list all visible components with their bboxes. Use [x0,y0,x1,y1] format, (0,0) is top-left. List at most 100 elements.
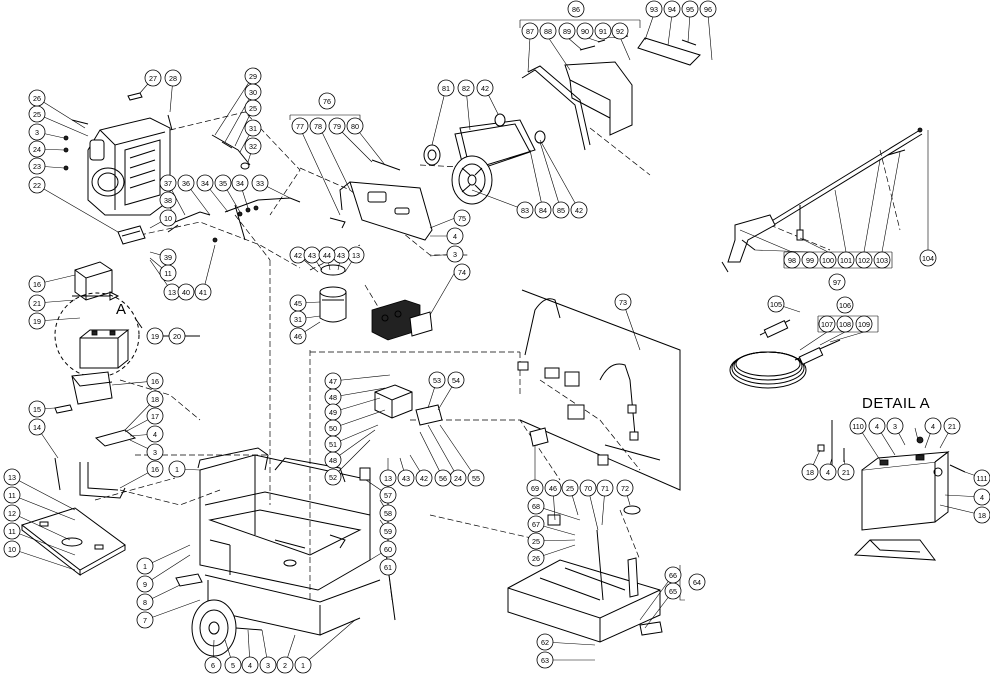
callout-number: 1 [301,661,305,670]
callout-balloon [168,327,186,345]
callout-balloon [379,486,397,504]
callout-balloon [819,251,837,269]
callout-number: 107 [821,320,833,329]
callout-number: 22 [33,181,41,190]
callout-number: 4 [980,493,984,502]
callout-number: 14 [33,423,41,432]
callout-number: 92 [616,27,624,36]
callout-number: 66 [669,571,677,580]
callout-number: 86 [572,5,580,14]
callout-balloon [453,263,471,281]
callout-number: 13 [168,288,176,297]
callout-balloon [146,372,164,390]
callout-c89: 52 [324,468,342,486]
callout-balloon [886,417,904,435]
callout-number: 31 [294,315,302,324]
callout-c67: 37 [159,174,177,192]
callout-c95: 58 [379,504,397,522]
callout-number: 1 [175,465,179,474]
callout-balloon [527,532,545,550]
detail-title: DETAIL A [862,395,930,412]
callout-number: 13 [8,473,16,482]
callout-balloon [164,69,182,87]
callout-number: 25 [33,110,41,119]
callout-c119: 82 [457,79,475,97]
callout-number: 10 [8,545,16,554]
callout-balloon [224,656,242,674]
callout-c45: 22 [28,176,46,194]
callout-balloon [973,469,990,487]
callout-balloon [28,140,46,158]
callout-c72: 42 [289,246,307,264]
callout-c17: 7 [136,611,154,629]
callout-balloon [836,296,854,314]
callout-balloon [467,469,485,487]
callout-number: 11 [8,491,15,500]
callout-number: 59 [384,527,392,536]
callout-c110: 73 [614,293,632,311]
callout-number: 4 [153,430,157,439]
callout-number: 42 [575,206,583,215]
callout-balloon [447,371,465,389]
callout-number: 95 [686,5,694,14]
callout-balloon [28,294,46,312]
wheel [191,599,263,657]
callout-number: 3 [893,422,897,431]
callout-balloon [28,400,46,418]
callout-c87: 50 [324,419,342,437]
callout-balloon [973,488,990,506]
callout-c71: 41 [194,283,212,301]
callout-c99: 62 [536,633,554,651]
callout-number: 5 [231,661,235,670]
callout-number: 77 [296,122,304,131]
callout-number: 79 [333,122,341,131]
callout-c82: 46 [544,479,562,497]
callout-c98: 61 [379,558,397,576]
callout-number: 70 [584,484,592,493]
callout-c100: 63 [536,651,554,669]
callout-balloons: 1112333344456789101011111112131313131415… [3,0,990,674]
callout-c20: 10 [159,209,177,227]
callout-number: 34 [236,179,244,188]
callout-balloon [146,425,164,443]
callout-c9: 4 [146,425,164,443]
battery-assembly [54,261,200,499]
callout-c52: 25 [527,532,545,550]
callout-number: 42 [420,474,428,483]
callout-number: 32 [249,142,257,151]
callout-balloon [168,460,186,478]
callout-c108: 71 [596,479,614,497]
callout-c46: 23 [28,157,46,175]
callout-balloon [973,506,990,524]
callout-number: 3 [266,661,270,670]
callout-number: 67 [532,520,540,529]
callout-c142: 105 [767,295,785,313]
callout-number: 47 [329,377,337,386]
callout-balloon [28,418,46,436]
callout-balloon [596,479,614,497]
callout-number: 41 [199,288,207,297]
callout-number: 26 [532,554,540,563]
callout-c31: 15 [28,400,46,418]
callout-balloon [177,283,195,301]
callout-c86: 49 [324,403,342,421]
frame-cart [175,447,381,636]
callout-balloon [251,174,269,192]
callout-balloon [244,83,262,101]
callout-c5: 3 [146,443,164,461]
callout-number: 63 [541,656,549,665]
callout-c80: 45 [289,294,307,312]
callout-c62: 33 [251,174,269,192]
callout-number: 57 [384,491,392,500]
fuel-tank [507,505,663,643]
callout-c114: 77 [291,117,309,135]
callout-number: 44 [323,251,331,260]
callout-number: 76 [323,97,331,106]
callout-balloon [324,435,342,453]
callout-balloon [476,79,494,97]
callout-number: 16 [151,377,159,386]
callout-c134: 97 [828,273,846,291]
callout-balloon [146,443,164,461]
callout-balloon [318,246,336,264]
callout-number: 7 [143,616,147,625]
